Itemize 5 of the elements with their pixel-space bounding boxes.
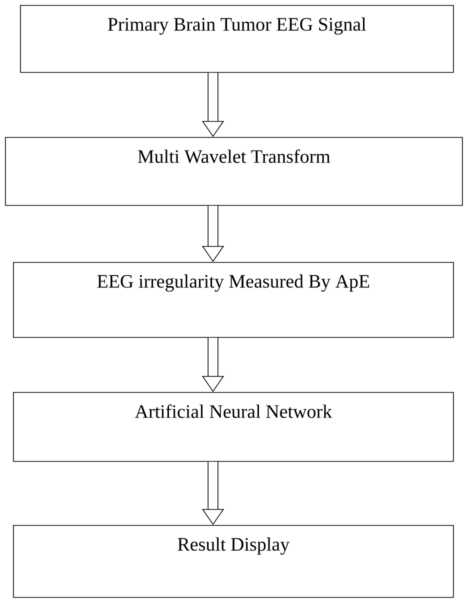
process-box: Multi Wavelet Transform	[5, 137, 463, 206]
process-box: Artificial Neural Network	[13, 392, 454, 462]
process-box: EEG irregularity Measured By ApE	[13, 262, 454, 338]
process-box: Primary Brain Tumor EEG Signal	[20, 5, 454, 73]
process-box: Result Display	[13, 525, 454, 598]
